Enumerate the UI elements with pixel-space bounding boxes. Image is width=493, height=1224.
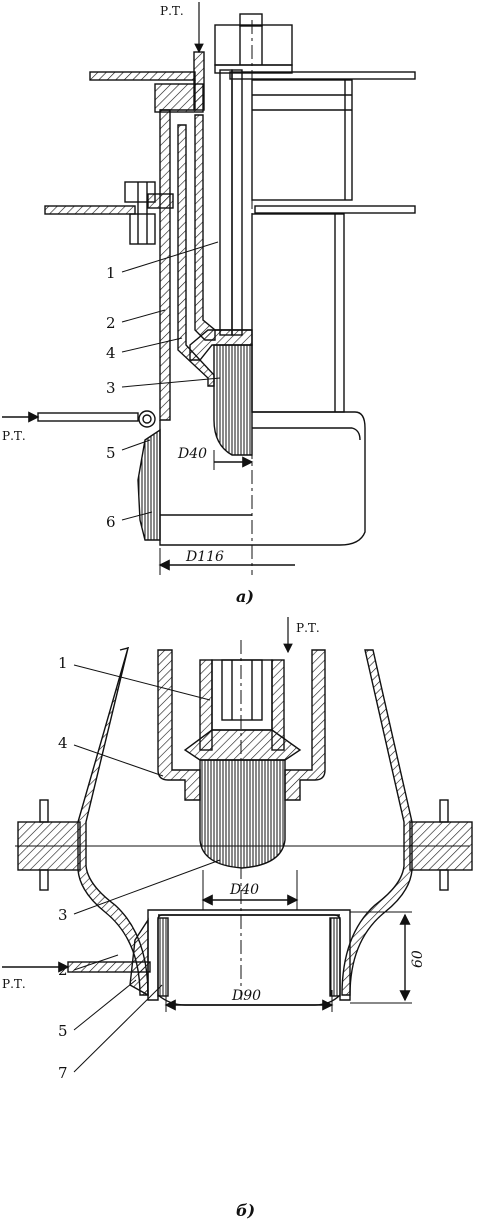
label-5-a: 5: [106, 444, 116, 462]
washer-a: [214, 64, 293, 74]
label-3-b: 3: [58, 906, 68, 924]
liner-right-b: [329, 917, 341, 997]
casing-right-b: [341, 649, 413, 996]
outer-wall-a: [159, 109, 171, 421]
label-3-a: 3: [106, 379, 116, 397]
label-7-b: 7: [58, 1064, 68, 1082]
inner-tube-a: [194, 114, 216, 341]
electrode-a: [213, 344, 253, 456]
label-4-b: 4: [58, 734, 68, 752]
top-plate-left-a: [89, 71, 196, 81]
inner-sleeve-b: [157, 649, 201, 801]
pt-side-label-a: Р.Т.: [2, 429, 26, 443]
dim-d40-b: D40: [229, 882, 259, 898]
label-1-a: 1: [106, 264, 116, 282]
label-2-b: 2: [58, 961, 68, 979]
caption-a: а): [236, 587, 254, 606]
figure-b: [2, 617, 473, 1073]
figure-a: [2, 2, 416, 575]
caption-b: б): [236, 1201, 255, 1220]
bottom-cup-a: [159, 420, 252, 546]
flange-right-b: [409, 821, 473, 871]
side-pipe-b: [67, 961, 151, 973]
feed-pipe-top-a: [193, 51, 205, 111]
labels-b: Р.Т. Р.Т. 1 4 3 2 5 7 D40 D90 60 б): [2, 621, 426, 1220]
top-nut-a: [214, 24, 293, 66]
dim-60-b: 60: [410, 950, 426, 968]
electrode-b: [199, 759, 286, 869]
right-housing-bottom-a: [252, 411, 366, 546]
dim-d116-a: D116: [185, 549, 224, 565]
pt-top-label-a: Р.Т.: [160, 4, 184, 18]
pt-top-label-b: Р.Т.: [296, 621, 320, 635]
mid-plate-left-a: [44, 205, 136, 215]
pt-side-label-b: Р.Т.: [2, 977, 26, 991]
label-2-a: 2: [106, 314, 116, 332]
flange-left-b: [17, 821, 81, 871]
right-housing-top-a: [251, 79, 353, 201]
pipe-joint-a: [138, 410, 156, 428]
right-housing-mid-a: [251, 213, 345, 413]
label-1-b: 1: [58, 654, 68, 672]
label-4-a: 4: [106, 344, 116, 362]
labels-a: Р.Т. Р.Т. 1 2 4 3 5 6 D40 D116 а): [2, 4, 254, 606]
label-6-a: 6: [106, 513, 116, 531]
center-rod-a: [219, 69, 233, 336]
liner-left-b: [157, 917, 169, 997]
top-plate-right-a: [229, 71, 416, 80]
side-bolt-a: [124, 181, 156, 203]
top-bolt-head-a: [239, 13, 263, 27]
bottom-cup-b: [147, 909, 351, 1001]
side-pipe-a: [37, 412, 139, 422]
lower-band-a: [137, 428, 161, 541]
dim-d90-b: D90: [231, 988, 261, 1004]
mid-plate-right-a: [254, 205, 416, 214]
label-5-b: 5: [58, 1022, 68, 1040]
dim-d40-a: D40: [177, 446, 207, 462]
